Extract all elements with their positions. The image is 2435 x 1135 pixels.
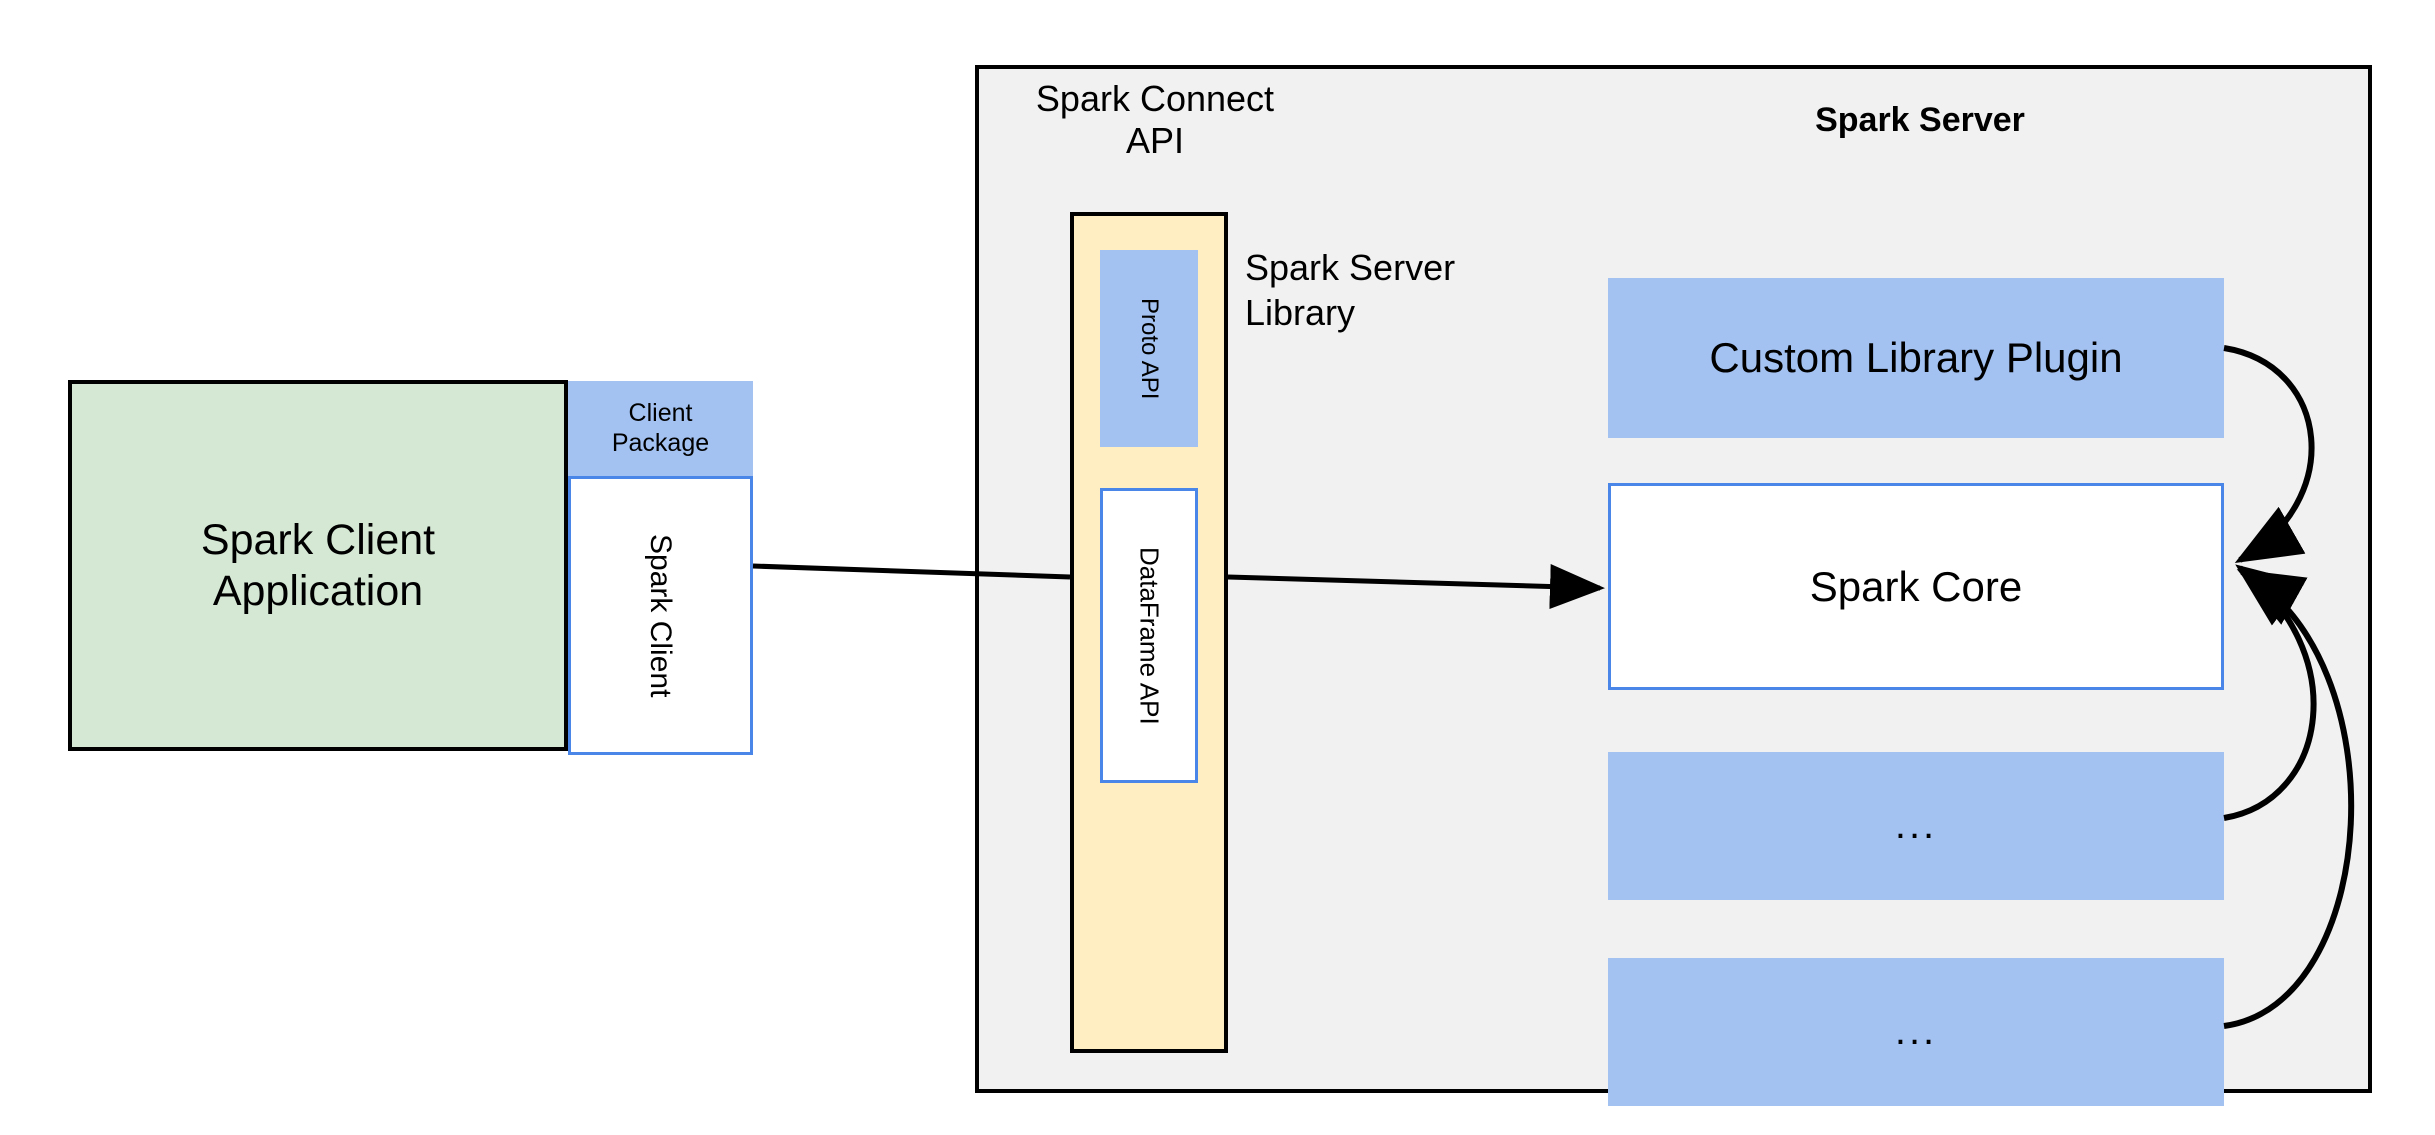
custom-library-plugin-box[interactable]: Custom Library Plugin [1608, 278, 2224, 438]
spark-server-title: Spark Server [1815, 100, 2025, 139]
ellipsis-box-2-label: ... [1894, 1009, 1938, 1054]
spark-server-library-line1: Spark Server [1245, 247, 1456, 288]
ellipsis-box-1-label: ... [1894, 803, 1938, 848]
spark-connect-api-line2: API [1125, 120, 1185, 162]
client-package-line2: Package [611, 428, 710, 457]
client-package-label: Client Package [612, 399, 709, 458]
ellipsis-box-1[interactable]: ... [1608, 752, 2224, 900]
spark-client-label: Spark Client [644, 533, 678, 698]
proto-api-box[interactable]: Proto API [1100, 250, 1198, 447]
client-app-line2: Application [212, 566, 424, 615]
client-app-line1: Spark Client [200, 515, 436, 564]
dataframe-api-label: DataFrame API [1134, 546, 1165, 725]
spark-client-box[interactable]: Spark Client [568, 476, 753, 755]
ellipsis-box-2[interactable]: ... [1608, 958, 2224, 1106]
spark-core-label: Spark Core [1809, 562, 2023, 610]
dataframe-api-box[interactable]: DataFrame API [1100, 488, 1198, 783]
client-package-line1: Client [628, 399, 693, 427]
spark-client-application-box[interactable]: Spark Client Application [68, 380, 568, 751]
client-package-box[interactable]: Client Package [568, 381, 753, 476]
custom-library-plugin-label: Custom Library Plugin [1709, 334, 2123, 382]
spark-connect-api-line1: Spark Connect [1035, 78, 1275, 119]
spark-connect-api-label: Spark Connect API [1005, 70, 1305, 162]
proto-api-label: Proto API [1136, 297, 1164, 400]
spark-server-library-line2: Library [1245, 292, 1356, 333]
spark-core-box[interactable]: Spark Core [1608, 483, 2224, 690]
spark-client-application-label: Spark Client Application [191, 515, 445, 616]
spark-server-library-label: Spark Server Library [1245, 245, 1565, 345]
